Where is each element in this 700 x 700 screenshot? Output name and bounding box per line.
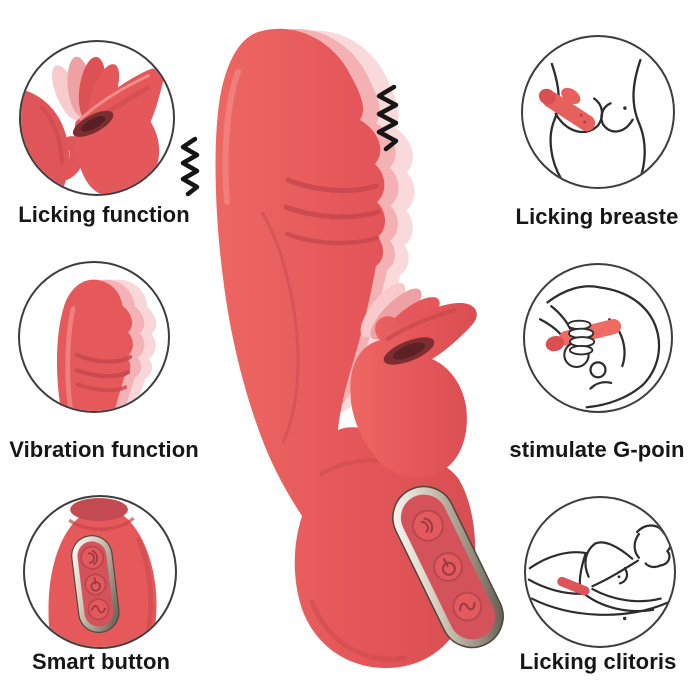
- feature-label-licking-breaste: Licking breaste: [515, 204, 679, 229]
- signal-button: [80, 545, 105, 570]
- mini-product: [538, 87, 596, 132]
- feature-circle-smart-button: [23, 495, 177, 649]
- feature-circle-licking-clitoris: [524, 496, 676, 648]
- hand-line-art: [563, 319, 596, 369]
- rose-cup-closeup: [72, 68, 164, 194]
- feature-circle-licking-breaste: [521, 35, 675, 189]
- body-line-art: [538, 285, 661, 409]
- breast-line-drawing-illustration: [538, 58, 646, 187]
- vibration-zigzag-right-icon: [376, 84, 399, 152]
- control-panel-closeup: [71, 535, 120, 633]
- wave-button: [87, 598, 110, 621]
- reclining-woman-line-drawing-illustration: [527, 524, 672, 621]
- feature-circle-stimulate-g-poin: [523, 263, 673, 413]
- power-button: [433, 552, 463, 582]
- feature-label-stimulate-g-poin: stimulate G-poin: [509, 437, 685, 462]
- feature-label-licking-clitoris: Licking clitoris: [519, 649, 677, 674]
- reclining-line-art: [527, 524, 672, 621]
- feature-label-licking-function: Licking function: [18, 202, 190, 227]
- feature-circle-licking-function: [19, 40, 175, 196]
- wave-button: [452, 591, 483, 622]
- torso-line-art: [549, 58, 646, 187]
- control-panel: [392, 485, 504, 649]
- vibration-zigzag-left-icon: [180, 136, 200, 197]
- signal-button: [411, 509, 444, 542]
- mini-product: [557, 576, 590, 596]
- shaft-tip-closeup-illustration: [56, 279, 157, 411]
- rose-cup: [350, 302, 477, 478]
- feature-circle-vibration-function: [18, 261, 170, 413]
- control-buttons-closeup-illustration: [48, 497, 157, 647]
- feature-label-vibration-function: Vibration function: [9, 437, 199, 462]
- g-spot-line-drawing-illustration: [538, 285, 661, 409]
- shaft-tip: [56, 279, 133, 411]
- feature-label-smart-button: Smart button: [31, 649, 171, 674]
- power-button: [84, 573, 107, 596]
- tongue-rose-closeup-illustration: [21, 56, 164, 194]
